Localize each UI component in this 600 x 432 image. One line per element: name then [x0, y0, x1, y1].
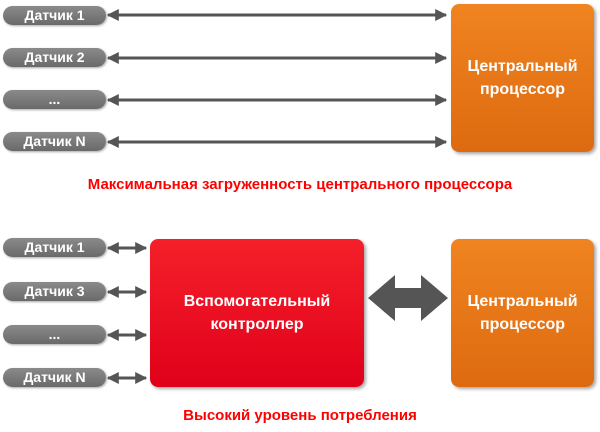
cpu-label-line1: Центральный [467, 293, 578, 310]
cpu-label-line1: Центральный [467, 58, 578, 75]
cpu-box-top: Центральный процессор [451, 4, 594, 152]
controller-label-line2: контроллер [210, 316, 304, 333]
cpu-box-bottom: Центральный процессор [451, 239, 594, 387]
sensor-pill-n: Датчик N [3, 132, 106, 151]
cpu-label-line2: процессор [479, 316, 566, 333]
sensor-pill-3: Датчик 3 [3, 282, 106, 301]
top-caption: Максимальная загруженность центрального … [87, 176, 513, 193]
sensor-pill-ellipsis: ... [3, 90, 106, 109]
arrow-controller-cpu [368, 275, 448, 321]
sensor-pill-ellipsis: ... [3, 325, 106, 344]
bottom-caption: Высокий уровень потребления [183, 407, 417, 424]
helper-controller-box: Вспомогательный контроллер [150, 239, 364, 387]
sensor-pill-1: Датчик 1 [3, 6, 106, 25]
sensor-pill-n: Датчик N [3, 368, 106, 387]
cpu-label-line2: процессор [479, 81, 566, 98]
sensor-pill-2: Датчик 2 [3, 48, 106, 67]
controller-label-line1: Вспомогательный [183, 293, 331, 310]
sensor-pill-1: Датчик 1 [3, 238, 106, 257]
